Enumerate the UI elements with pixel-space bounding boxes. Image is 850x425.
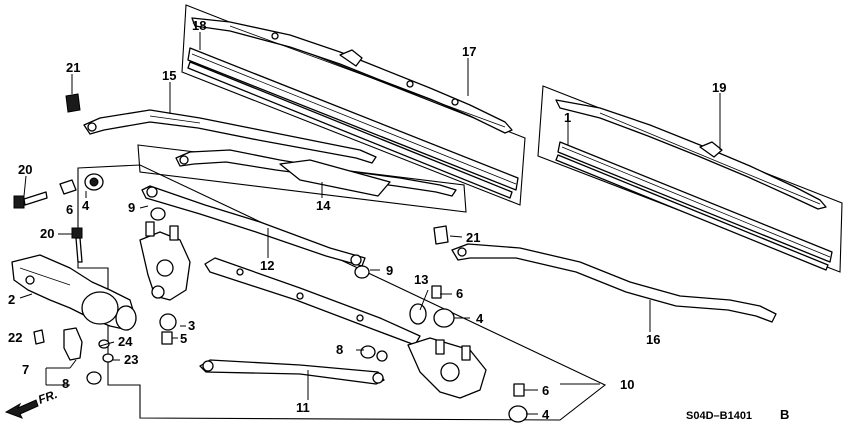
- callout-19: 19: [712, 80, 726, 95]
- diagram-code-text: S04D–B1401: [686, 410, 752, 422]
- link-rod-11: [199, 359, 385, 385]
- callout-4-top: 4: [82, 198, 90, 213]
- cap-21-left: [65, 93, 81, 113]
- nut-9-top: [150, 207, 166, 221]
- grommet-4-lower: [508, 405, 528, 423]
- grommet-4-mid: [433, 308, 455, 328]
- bolt-20-lower: [71, 227, 83, 263]
- callout-20-lower: 20: [40, 226, 54, 241]
- callout-7: 7: [22, 362, 29, 377]
- collar-5: [161, 331, 173, 345]
- wiper-frame: [204, 257, 421, 346]
- callout-16: 16: [646, 332, 660, 347]
- wiper-blade-passenger: [555, 99, 827, 210]
- callout-12: 12: [260, 258, 274, 273]
- callout-11: 11: [296, 400, 310, 415]
- pivot-right: [407, 337, 487, 399]
- callout-8-lower: 8: [62, 376, 69, 391]
- callout-5: 5: [180, 331, 187, 346]
- nut-23: [102, 353, 114, 363]
- nut-9-mid: [354, 265, 370, 279]
- leader-lines: [19, 32, 721, 415]
- collar-6-lower: [513, 383, 525, 397]
- callout-18: 18: [192, 18, 206, 33]
- callout-17: 17: [462, 44, 476, 59]
- wiper-arm-assembly: [175, 149, 457, 197]
- collar-6-mid: [431, 285, 442, 299]
- callout-23: 23: [124, 352, 138, 367]
- callout-15: 15: [162, 68, 176, 83]
- callout-22: 22: [8, 330, 22, 345]
- callout-9-mid: 9: [386, 263, 393, 278]
- callout-9-top: 9: [128, 200, 135, 215]
- bolt-22: [33, 329, 45, 345]
- callout-21-left: 21: [66, 60, 80, 75]
- front-direction-arrow: FR.: [4, 387, 59, 419]
- callout-1: 1: [564, 110, 571, 125]
- wiper-blade-driver: [191, 17, 513, 134]
- callout-4-mid: 4: [476, 311, 484, 326]
- wiper-arm-passenger: [451, 243, 777, 323]
- wiper-arm-driver: [83, 109, 377, 164]
- nut-8-mid: [360, 345, 388, 362]
- collar-6-top: [59, 179, 77, 195]
- callout-labels: 18 17 21 15 19 1 20 6 4 9 14 20 21 12 9 …: [8, 18, 726, 422]
- callout-6-lower: 6: [542, 383, 549, 398]
- callout-6-top: 6: [66, 202, 73, 217]
- callout-14: 14: [316, 198, 331, 213]
- callout-6-mid: 6: [456, 286, 463, 301]
- pivot-left: [139, 221, 191, 301]
- bolt-20-top: [13, 191, 48, 209]
- callout-4-lower: 4: [542, 407, 550, 422]
- nut-8-lower: [86, 371, 102, 385]
- motor-bracket: [63, 327, 83, 361]
- callout-8-mid: 8: [336, 342, 343, 357]
- callout-3: 3: [188, 318, 195, 333]
- callout-13: 13: [414, 272, 428, 287]
- wiper-motor: [11, 254, 137, 331]
- callout-20-top: 20: [18, 162, 32, 177]
- callout-24: 24: [118, 334, 133, 349]
- callout-10: 10: [620, 377, 634, 392]
- diagram-code-suffix: B: [780, 407, 789, 422]
- callout-21-right: 21: [466, 230, 480, 245]
- link-rod-12: [141, 185, 366, 267]
- front-direction-label: FR.: [36, 387, 59, 407]
- blade-group-box-left: [181, 4, 526, 206]
- cap-21-right: [433, 225, 449, 245]
- diagram-code: S04D–B1401 B: [686, 407, 789, 422]
- linkage-box: [77, 164, 607, 421]
- blade-rubber-passenger: [555, 141, 833, 271]
- callout-2: 2: [8, 292, 15, 307]
- blade-rubber-driver: [187, 47, 519, 199]
- bushing-13: [409, 303, 427, 325]
- bushing-3: [159, 313, 177, 331]
- grommet-4-top: [84, 173, 104, 191]
